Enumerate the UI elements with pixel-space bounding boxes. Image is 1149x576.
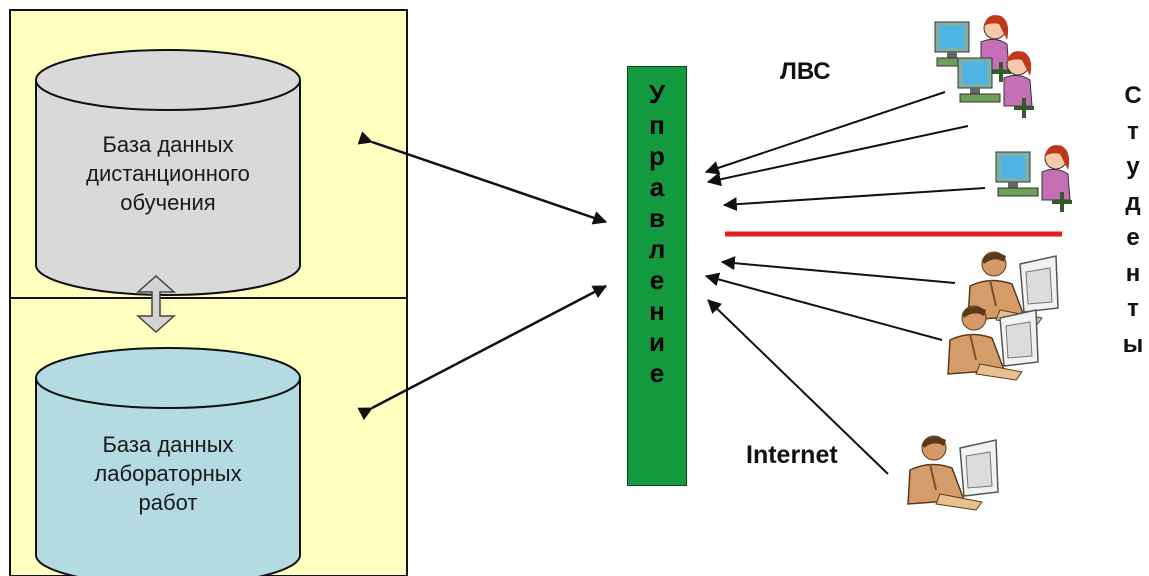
lab-works-database xyxy=(35,347,301,576)
connector-labs-db-control xyxy=(357,284,608,421)
students-letter: ы xyxy=(1122,330,1144,358)
connector-distance-db-control xyxy=(357,131,608,225)
control-letter: е xyxy=(649,265,665,295)
internet-arrow-3 xyxy=(707,299,889,475)
lan-arrow-1 xyxy=(704,91,946,175)
student-computer-icon xyxy=(994,143,1074,214)
students-letter: С xyxy=(1124,82,1142,109)
control-letter: а xyxy=(649,172,665,202)
lan-arrow-3 xyxy=(722,187,986,212)
control-letter: р xyxy=(649,141,665,171)
db-sync-arrow xyxy=(136,274,176,334)
user-workstation-icon xyxy=(907,435,999,511)
internet-arrow-1 xyxy=(720,256,956,284)
students-letter: д xyxy=(1125,188,1141,216)
students-letter: у xyxy=(1126,153,1140,180)
control-letter: е xyxy=(649,358,665,388)
lan-label: ЛВС xyxy=(780,58,831,85)
control-letter: н xyxy=(649,296,665,326)
control-letter: л xyxy=(648,234,666,264)
students-letter: т xyxy=(1127,295,1139,322)
distance-db-label: База данных дистанционного обучения xyxy=(86,132,250,215)
students-letter: н xyxy=(1125,259,1141,287)
internet-arrow-2 xyxy=(704,272,943,341)
labs-db-label: База данных лабораторных работ xyxy=(94,432,242,515)
internet-label: Internet xyxy=(746,441,838,469)
control-letter: и xyxy=(649,327,665,357)
control-letter: У xyxy=(648,79,666,109)
students-letter: т xyxy=(1127,117,1139,145)
lan-arrow-2 xyxy=(706,125,969,187)
distance-learning-database xyxy=(35,49,301,296)
control-letter: в xyxy=(649,203,665,233)
students-letter: е xyxy=(1126,224,1140,251)
control-letter: п xyxy=(649,110,665,140)
